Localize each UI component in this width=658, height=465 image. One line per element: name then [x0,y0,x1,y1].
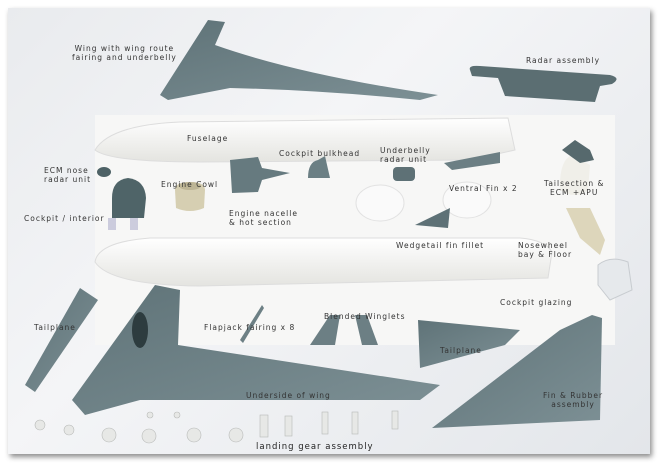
label-engine-nacelle: Engine nacelle& hot section [229,209,298,227]
cockpit-glazing [597,258,633,301]
engine-nacelle [230,157,290,193]
landing-gear-parts [34,410,399,444]
label-landing-gear: landing gear assembly [256,442,374,452]
parts-illustration [25,20,633,444]
winglet-1 [310,315,340,345]
label-cockpit-bulkhead: Cockpit bulkhead [279,149,361,158]
tailplane-left [25,288,98,392]
label-flapjack: Flapjack fairing x 8 [204,323,296,332]
label-radar-assembly: Radar assembly [526,56,601,65]
tailsection [560,155,590,195]
display-disc-1 [355,184,405,222]
apu-unit [562,140,594,163]
fuselage-lower [94,237,553,287]
wedgetail-fin-fillet [415,208,450,228]
label-blended-winglets: Blended Winglets [324,312,406,321]
flapjack-fairing [240,305,264,343]
label-tailsection: Tailsection &ECM +APU [544,179,605,197]
seat-2 [130,218,138,230]
engine-cowl [175,182,205,211]
label-tailplane-left: Tailplane [34,323,76,332]
cockpit-interior [112,178,146,218]
ecm-nose-radar [97,167,111,177]
ventral-fin [444,152,500,170]
nosewheel-bay [566,208,605,255]
fin-rudder [432,315,602,428]
label-engine-cowl: Engine Cowl [161,180,219,189]
cockpit-bulkhead [308,156,330,178]
cowl-intake [179,182,201,190]
display-disc-2 [442,181,492,219]
label-tailplane-right: Tailplane [440,346,482,355]
underside-wing [72,285,440,415]
radar-assembly [469,65,617,102]
label-wedgetail: Wedgetail fin fillet [396,241,485,250]
seat-1 [108,218,116,230]
label-cockpit-glazing: Cockpit glazing [500,298,573,307]
underbelly-radar [393,167,415,181]
upper-wing [160,20,438,100]
label-underside-wing: Underside of wing [246,391,331,400]
label-cockpit-interior: Cockpit / interior [24,214,105,223]
tailplane-right [418,320,520,368]
label-fuselage: Fuselage [187,134,229,143]
winglet-2 [355,315,378,345]
label-ventral-fin: Ventral Fin x 2 [449,184,518,193]
wheel-well [132,312,148,348]
